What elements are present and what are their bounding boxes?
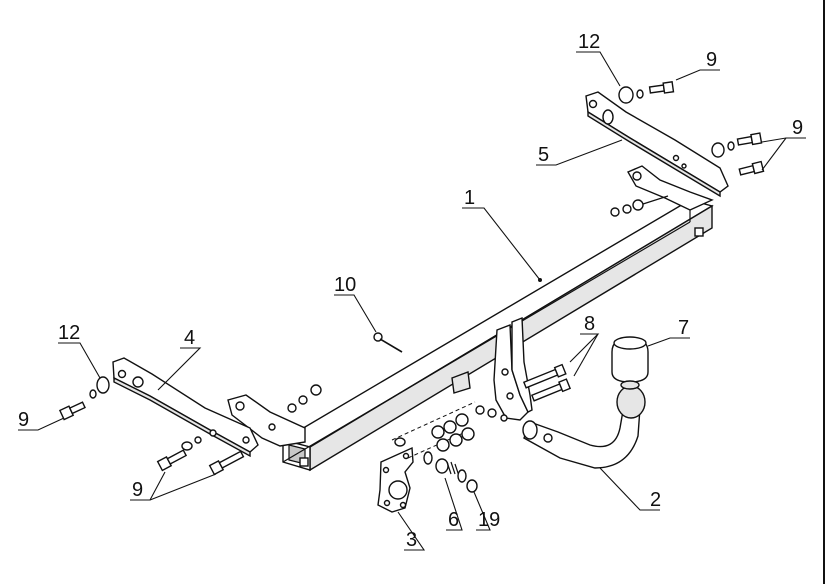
callout-8: 8	[584, 313, 595, 335]
leader-lines	[18, 51, 806, 551]
spring-washer-stack	[423, 451, 478, 493]
callout-10: 10	[334, 274, 356, 296]
callout-1: 1	[464, 187, 475, 209]
callout-19: 19	[478, 509, 500, 531]
beam-lug	[451, 371, 471, 394]
callout-12-top: 12	[578, 31, 600, 53]
callout-12-left: 12	[58, 322, 80, 344]
bolt-10	[373, 332, 403, 353]
callout-9-bottom-left: 9	[132, 479, 143, 501]
ball-cap	[611, 336, 649, 390]
left-beam-nuts	[287, 384, 322, 413]
ball-carrier-bracket	[487, 316, 533, 422]
callout-7: 7	[678, 317, 689, 339]
ball-bolts	[522, 363, 572, 402]
centre-nut-cluster	[394, 405, 485, 452]
left-arm-fixings	[58, 376, 245, 476]
right-side-arm	[585, 91, 729, 198]
callout-9-right: 9	[792, 117, 803, 139]
right-beam-bracket	[627, 165, 714, 211]
callout-9-left: 9	[18, 409, 29, 431]
callout-4: 4	[184, 327, 195, 349]
callout-5: 5	[538, 144, 549, 166]
left-beam-bracket	[227, 394, 306, 447]
callout-labels: 1 2 3 4 5 6 7 8 9 9 9 9 10 12 12 19	[18, 31, 803, 551]
ball-arm	[522, 385, 646, 469]
right-arm-fixings	[610, 81, 765, 217]
left-side-arm	[112, 357, 259, 458]
socket-plate	[377, 446, 414, 513]
callout-2: 2	[650, 489, 661, 511]
callout-3: 3	[406, 529, 417, 551]
callout-9-top-right: 9	[706, 49, 717, 71]
callout-6: 6	[448, 509, 459, 531]
